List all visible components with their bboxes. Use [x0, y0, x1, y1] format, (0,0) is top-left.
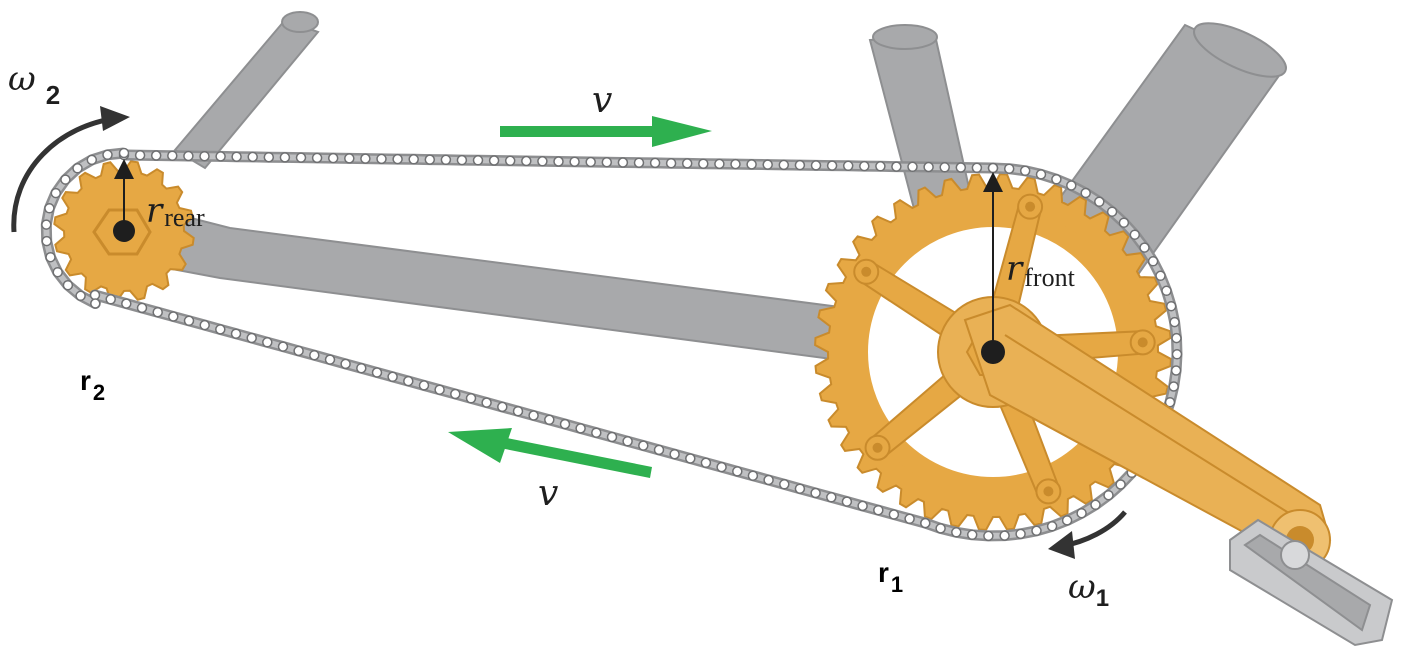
front-axle [981, 340, 1005, 364]
r-front-label: rfront [1006, 249, 1076, 292]
rear-axle [113, 220, 135, 242]
omega1-arrowhead [1048, 531, 1075, 559]
velocity-label-bottom: v [538, 473, 558, 514]
velocity-label-top: v [592, 80, 612, 121]
velocity-arrow-top [500, 116, 712, 147]
pedal-icon [1229, 518, 1394, 647]
r1-label: r1 [878, 557, 903, 597]
velocity-arrow-bottom [448, 428, 652, 478]
omega2-arrow [11, 115, 119, 233]
r-rear-label: rrear [146, 191, 205, 232]
chain-icon [40, 147, 1183, 542]
r2-label: r2 [80, 365, 105, 405]
omega1-label: ω1 [1068, 567, 1109, 612]
omega2-arrowhead [100, 106, 130, 131]
